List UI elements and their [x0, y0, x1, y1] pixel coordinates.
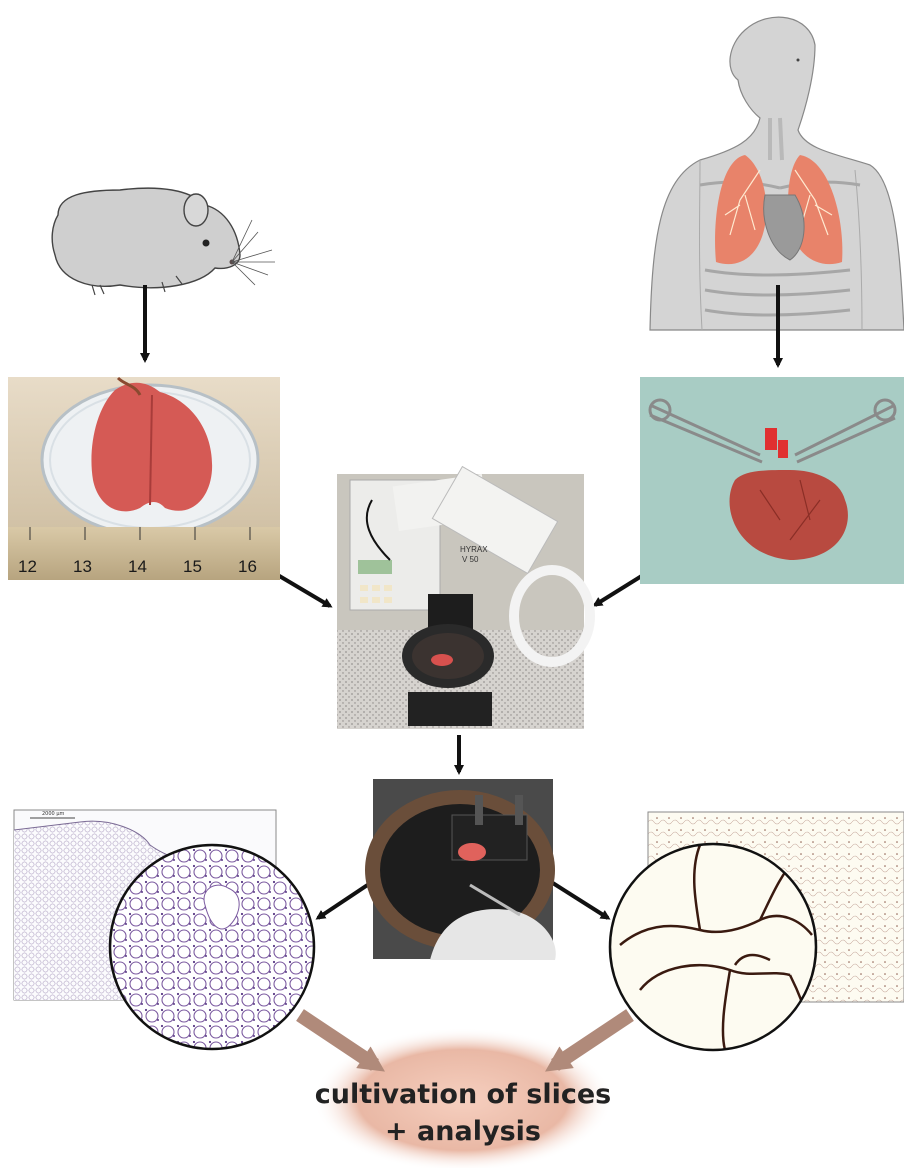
slicing-photo — [365, 779, 556, 960]
slicer-brand-label: HYRAX — [460, 545, 488, 554]
brown-arrow-right — [555, 1015, 630, 1065]
ruler-tick-label: 13 — [73, 557, 92, 576]
human-histology — [610, 812, 904, 1050]
mouse-histology — [14, 810, 318, 1053]
ruler-tick-label: 15 — [183, 557, 202, 576]
result-subtitle: + analysis — [385, 1116, 541, 1147]
result-title: cultivation of slices — [315, 1079, 611, 1110]
mouse-lung-photo — [8, 377, 280, 580]
slicer-model-label: V 50 — [462, 555, 479, 564]
ruler-tick-label: 12 — [18, 557, 37, 576]
human-lung-photo — [640, 377, 904, 584]
vibratome-photo — [337, 467, 590, 729]
arrow-slicing-to-human-histology — [548, 880, 608, 918]
scale-bar-label: 2000 µm — [42, 811, 64, 817]
ruler-tick-label: 14 — [128, 557, 147, 576]
human-torso-illustration — [650, 17, 904, 330]
ruler-tick-label: 16 — [238, 557, 257, 576]
arrow-slicing-to-mouse-histology — [318, 880, 375, 918]
brown-arrow-left — [300, 1015, 375, 1065]
arrow-mouse-lung-to-slicer — [276, 574, 330, 606]
mouse-illustration — [52, 188, 275, 295]
